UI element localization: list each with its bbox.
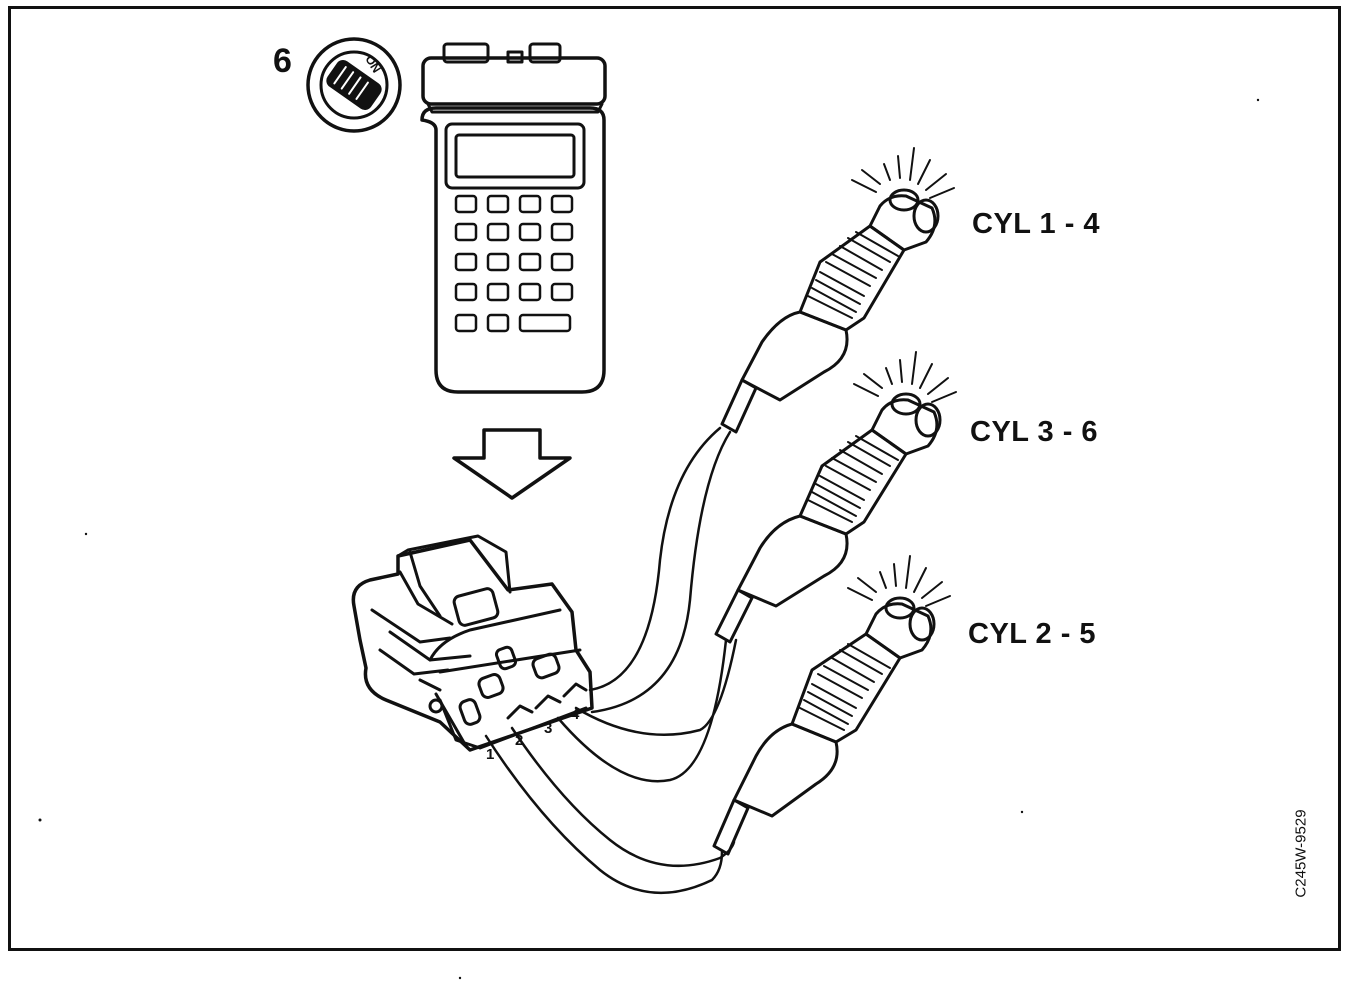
cylinder-label-2-5: CYL 2 - 5 <box>968 618 1097 650</box>
pin-number-2: 2 <box>515 732 524 749</box>
wiring-connector-icon <box>351 534 594 752</box>
pin-number-3: 3 <box>544 720 553 737</box>
down-arrow-icon <box>452 428 572 500</box>
ignition-key-icon <box>306 37 402 133</box>
scan-tool-icon <box>420 42 607 394</box>
step-number: 6 <box>273 42 292 80</box>
figure-reference: C245W-9529 <box>1292 809 1310 898</box>
scan-specks <box>38 98 1260 980</box>
test-light-icon <box>714 351 957 644</box>
pin-number-4: 4 <box>571 706 580 723</box>
harness-wires <box>484 426 738 895</box>
test-light-icon <box>720 147 955 434</box>
figure-frame <box>8 6 1341 951</box>
pin-number-1: 1 <box>486 746 495 763</box>
test-light-icon <box>712 555 951 856</box>
cylinder-label-1-4: CYL 1 - 4 <box>972 208 1101 240</box>
cylinder-label-3-6: CYL 3 - 6 <box>970 416 1099 448</box>
